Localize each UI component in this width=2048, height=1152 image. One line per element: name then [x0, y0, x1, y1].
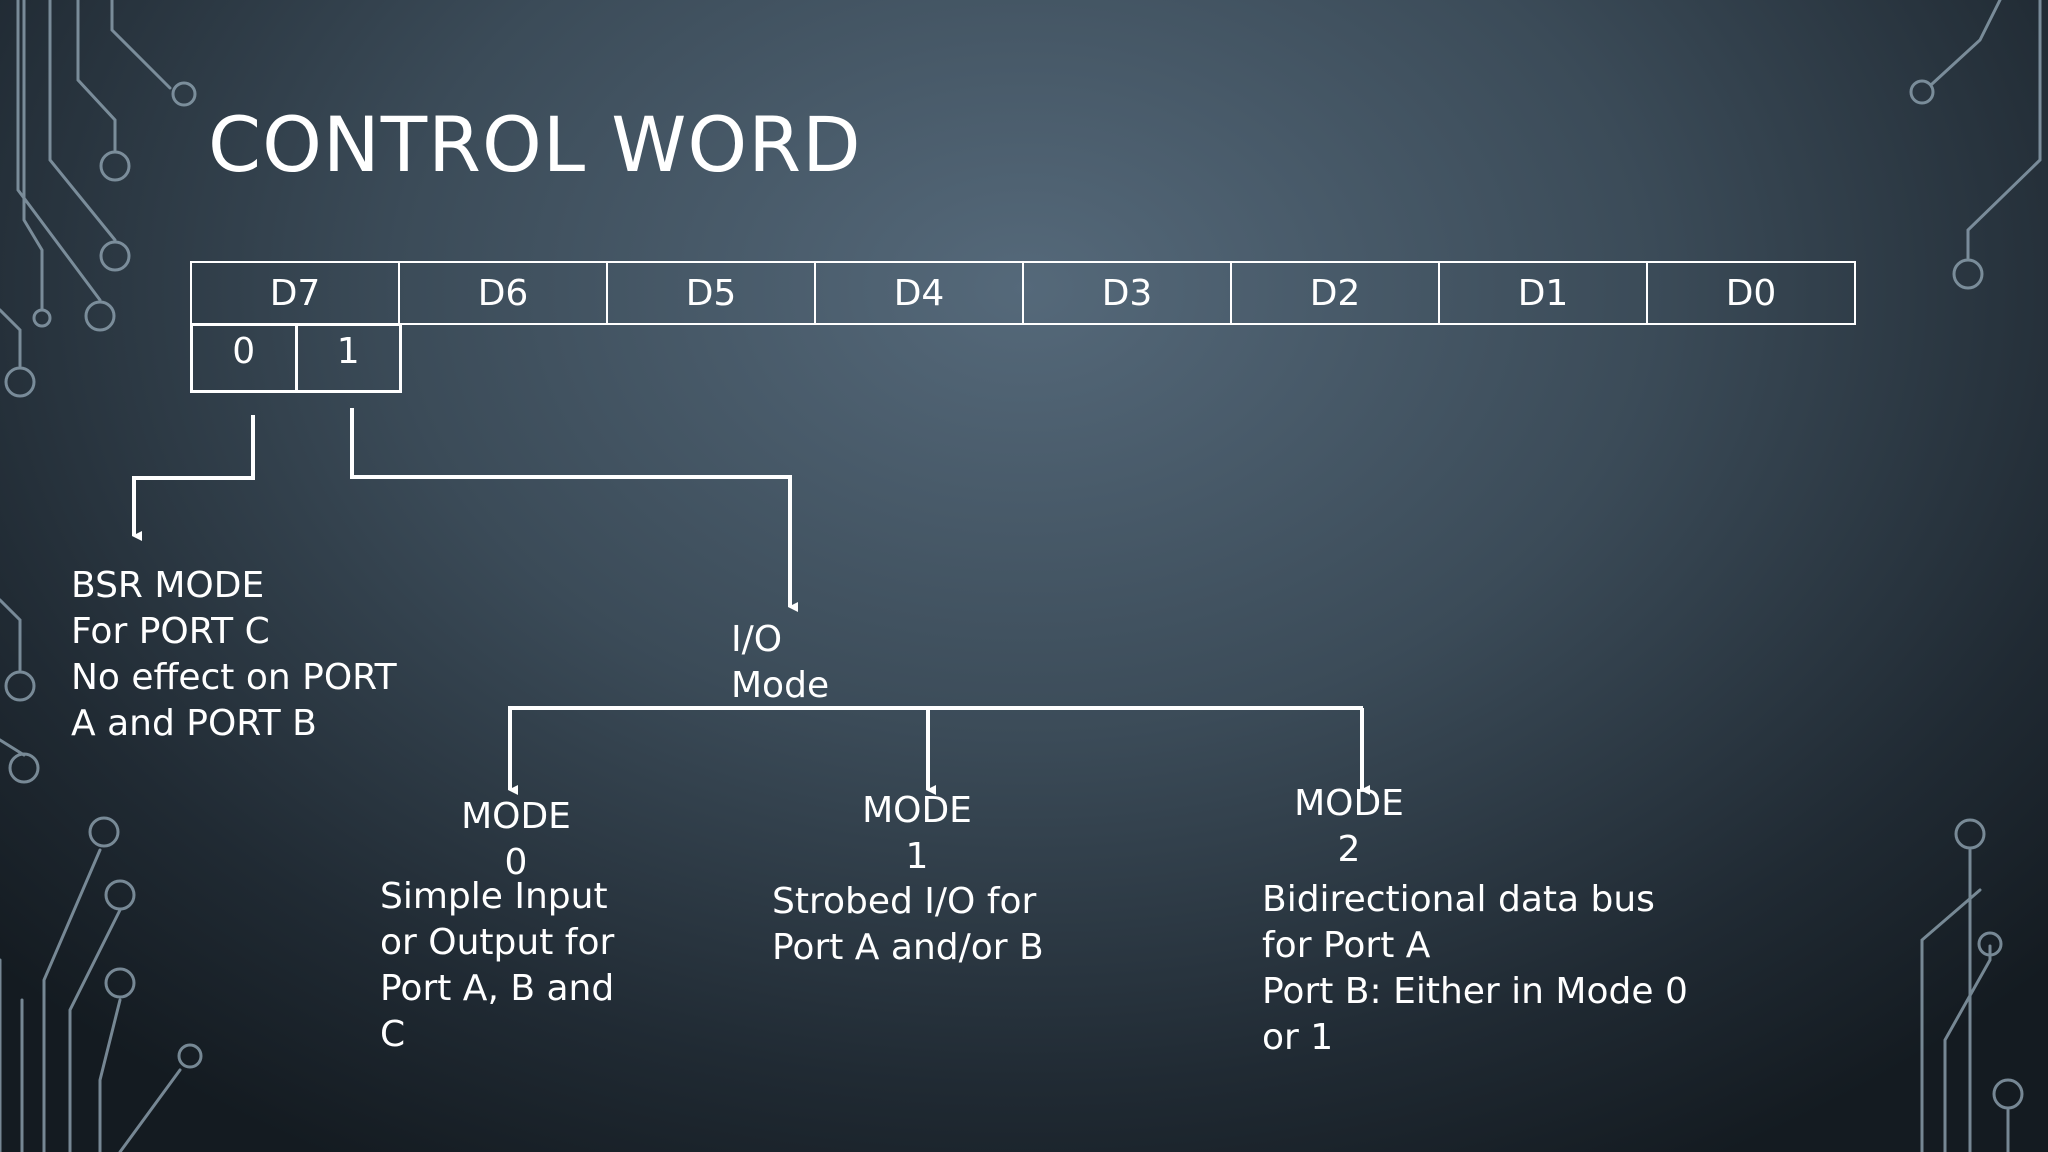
bsr-line: BSR MODE	[71, 565, 265, 606]
bit-d5: D5	[608, 263, 816, 323]
bsr-line: A and PORT B	[71, 703, 317, 744]
bsr-connector	[132, 415, 255, 541]
bsr-line: For PORT C	[71, 611, 270, 652]
mode1-title: MODE 1	[862, 790, 972, 877]
io-connector	[350, 408, 798, 612]
bit-d1: D1	[1440, 263, 1648, 323]
d7-values: 0 1	[190, 323, 402, 393]
bit-d6: D6	[400, 263, 608, 323]
bsr-mode-label: BSR MODE For PORT C No effect on PORT A …	[71, 563, 397, 747]
mode0-description: Simple Input or Output for Port A, B and…	[380, 876, 615, 1055]
io-mode-label: I/O Mode	[731, 617, 829, 709]
mode2-title: MODE 2	[1294, 783, 1404, 870]
bsr-line: No effect on PORT	[71, 657, 397, 698]
io-line: Mode	[731, 665, 830, 706]
io-line: I/O	[731, 619, 783, 660]
mode0-title: MODE 0	[461, 796, 571, 883]
bit-d3: D3	[1024, 263, 1232, 323]
mode2-description: Bidirectional data bus for Port A Port B…	[1262, 879, 1688, 1058]
d7-value-1: 1	[336, 330, 360, 372]
bit-d0: D0	[1725, 272, 1777, 314]
bit-d2: D2	[1232, 263, 1440, 323]
bit-d7: D7	[192, 263, 400, 323]
bit-d4: D4	[816, 263, 1024, 323]
mode1-description: Strobed I/O for Port A and/or B	[772, 881, 1044, 968]
slide-title: CONTROL WORD	[208, 100, 862, 189]
d7-value-0: 0	[193, 326, 298, 390]
control-word-bits: D7 D6 D5 D4 D3 D2 D1 D0	[190, 261, 1856, 325]
